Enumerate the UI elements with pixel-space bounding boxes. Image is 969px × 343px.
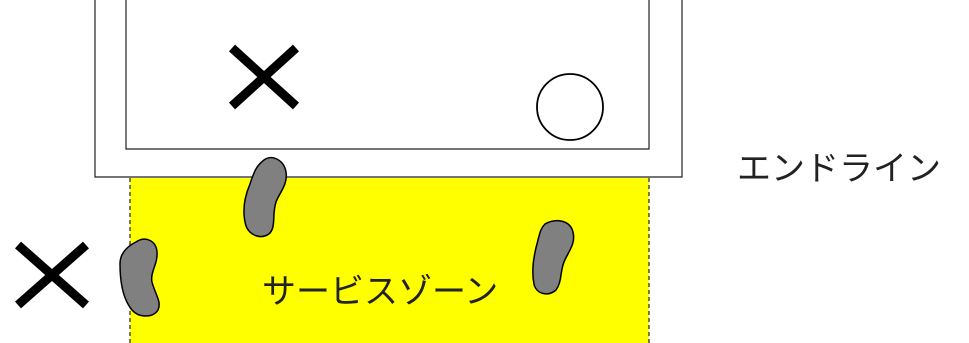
end-line-label: エンドライン <box>737 149 941 189</box>
incorrect-mark-outside: ✕ <box>15 241 89 309</box>
incorrect-mark-court: ✕ <box>228 44 300 110</box>
court-inner-line <box>125 0 650 150</box>
correct-mark-court <box>536 73 604 141</box>
shoe-print-right <box>532 219 575 295</box>
service-zone-label: サービスゾーン <box>262 272 498 312</box>
court-outer-line <box>94 0 683 178</box>
service-zone <box>130 178 649 343</box>
shoe-print-on-line <box>243 156 288 238</box>
shoe-print-left <box>119 238 160 317</box>
